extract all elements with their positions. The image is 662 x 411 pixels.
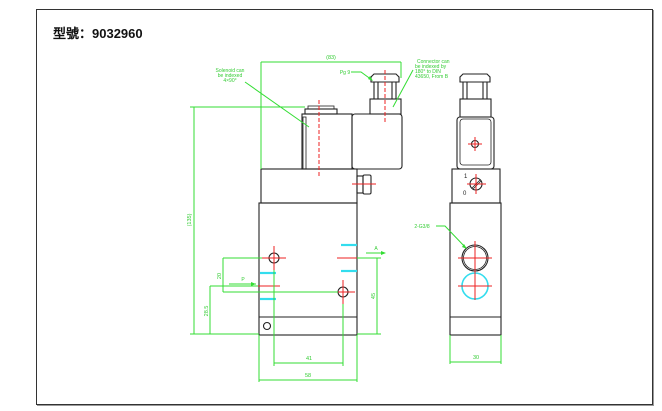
dim-side-width: 30	[473, 355, 479, 361]
port-p-label: P	[241, 277, 245, 283]
dim-total-height: (135)	[187, 213, 193, 226]
side-view: 1 0	[449, 73, 502, 336]
mounting-hole	[262, 321, 272, 331]
dim-port-spacing-v: 20	[217, 273, 223, 279]
switch-label-off: 0	[463, 191, 467, 197]
coil-edge	[302, 116, 307, 170]
cable-gland-nut	[370, 73, 400, 83]
connector-note-line3: 180° to DIN	[415, 69, 441, 75]
connector-housing	[351, 113, 403, 170]
switch-slot	[472, 180, 482, 190]
solenoid-coil	[301, 113, 353, 170]
port-thread-note: 2-G3/8	[414, 224, 430, 230]
actuator-block	[260, 168, 358, 204]
connector-note-line4: 43650, From B	[415, 74, 449, 80]
model-title: 型號：9032960	[53, 26, 143, 41]
switch-label-on: 1	[464, 174, 468, 180]
connector-note-line1: Connector can	[417, 59, 450, 65]
solenoid-note-line3: 4×90°	[223, 78, 236, 84]
dim-a-height: 45	[371, 293, 377, 299]
port-thread-leader	[436, 225, 467, 249]
solenoid-nut-top	[307, 105, 335, 110]
arrow-head	[462, 244, 467, 249]
side-connector-neck	[459, 98, 492, 118]
solenoid-note-line2: be indexed	[218, 73, 243, 79]
solenoid-note-line1: Solenoid can	[216, 68, 245, 74]
arrow-head	[368, 76, 373, 81]
connector-note-line2: be indexed by	[415, 64, 447, 70]
solenoid-leader	[244, 81, 310, 128]
drawing-frame	[36, 9, 653, 405]
arrow-head	[251, 282, 256, 286]
dim-body-width: 58	[305, 373, 311, 379]
solenoid-nut	[304, 108, 338, 115]
side-connector-inner	[459, 118, 492, 166]
pg-note: Pg 9	[340, 70, 351, 76]
dim-top-width: (83)	[326, 55, 336, 61]
side-gland-nut	[459, 73, 491, 83]
connector-leader	[392, 69, 414, 108]
dim-p-height: 28.5	[204, 306, 210, 317]
side-dimensions: 2-G3/8 30	[414, 224, 502, 364]
front-dimensions: (83) (135) 28.5 20 P A 45 41	[187, 55, 450, 382]
pg-leader	[351, 71, 373, 81]
arrow-head	[381, 251, 386, 255]
dim-port-spacing-h: 41	[306, 356, 312, 362]
front-view	[257, 70, 403, 336]
port-a-label: A	[374, 246, 378, 252]
